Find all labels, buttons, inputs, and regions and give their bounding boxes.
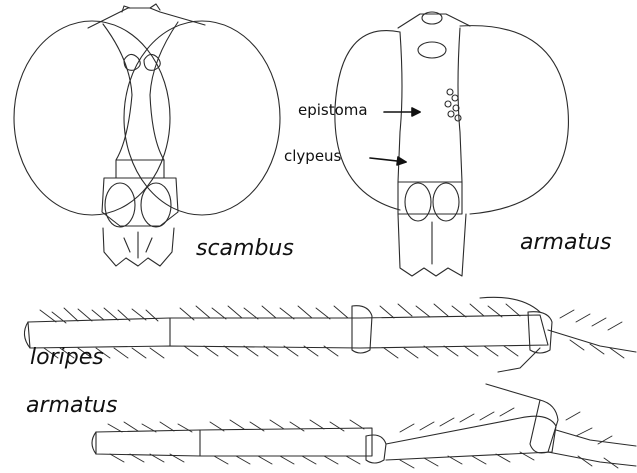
armatus-leg-tibia xyxy=(386,416,556,460)
label-clypeus: clypeus xyxy=(284,147,341,165)
armatus-antenna-socket-left xyxy=(405,183,431,221)
armatus-ocellus-pair xyxy=(418,42,446,58)
label-loripes: loripes xyxy=(30,345,104,370)
armatus-leg-apex xyxy=(530,400,558,453)
armatus-leg-basal-segment xyxy=(96,428,372,456)
armatus-leg-long-spur xyxy=(486,384,540,400)
scambus-antenna-socket-left xyxy=(105,183,135,227)
armatus-leg-comb xyxy=(366,435,386,463)
loripes-leg-drawing xyxy=(24,297,636,372)
armatus-antenna-socket-right xyxy=(433,183,459,221)
label-epistoma: epistoma xyxy=(298,101,368,119)
loripes-spur-comb xyxy=(352,306,372,353)
loripes-tibia xyxy=(28,315,548,348)
armatus-right-eye xyxy=(460,26,568,214)
label-armatus-head: armatus xyxy=(520,230,611,255)
armatus-left-eye xyxy=(335,31,400,210)
armatus-leg-drawing xyxy=(92,384,636,468)
label-armatus-leg: armatus xyxy=(26,393,117,418)
scambus-head-drawing xyxy=(14,4,280,266)
loripes-tarsal-comb xyxy=(528,312,552,353)
scambus-frons xyxy=(103,22,178,178)
label-scambus: scambus xyxy=(196,236,294,261)
